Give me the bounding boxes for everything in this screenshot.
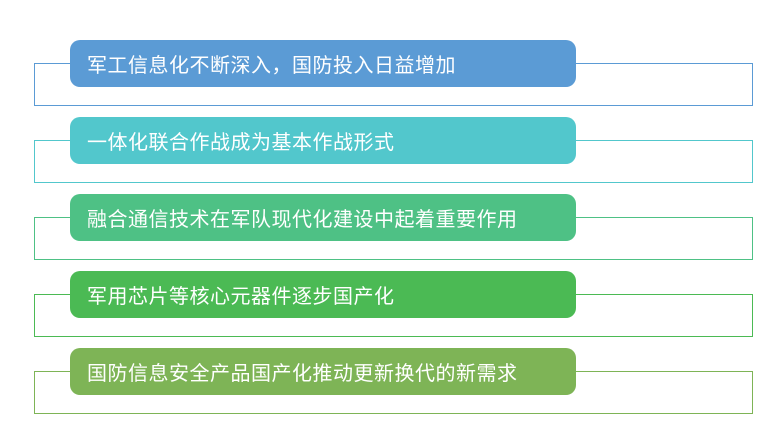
banner-label: 国防信息安全产品国产化推动更新换代的新需求 bbox=[87, 363, 518, 385]
banner-label: 一体化联合作战成为基本作战形式 bbox=[87, 132, 395, 154]
item-banner: 国防信息安全产品国产化推动更新换代的新需求 bbox=[70, 348, 576, 395]
item-banner: 融合通信技术在军队现代化建设中起着重要作用 bbox=[70, 194, 576, 241]
item-banner: 军工信息化不断深入，国防投入日益增加 bbox=[70, 40, 576, 87]
list-item: 军用芯片等核心元器件逐步国产化 bbox=[0, 271, 780, 337]
item-banner: 军用芯片等核心元器件逐步国产化 bbox=[70, 271, 576, 318]
banner-label: 军用芯片等核心元器件逐步国产化 bbox=[87, 286, 395, 308]
banner-label: 军工信息化不断深入，国防投入日益增加 bbox=[87, 55, 456, 77]
list-item: 一体化联合作战成为基本作战形式 bbox=[0, 117, 780, 183]
banner-label: 融合通信技术在军队现代化建设中起着重要作用 bbox=[87, 209, 518, 231]
item-banner: 一体化联合作战成为基本作战形式 bbox=[70, 117, 576, 164]
list-item: 国防信息安全产品国产化推动更新换代的新需求 bbox=[0, 348, 780, 414]
list-item: 融合通信技术在军队现代化建设中起着重要作用 bbox=[0, 194, 780, 260]
list-item: 军工信息化不断深入，国防投入日益增加 bbox=[0, 40, 780, 106]
